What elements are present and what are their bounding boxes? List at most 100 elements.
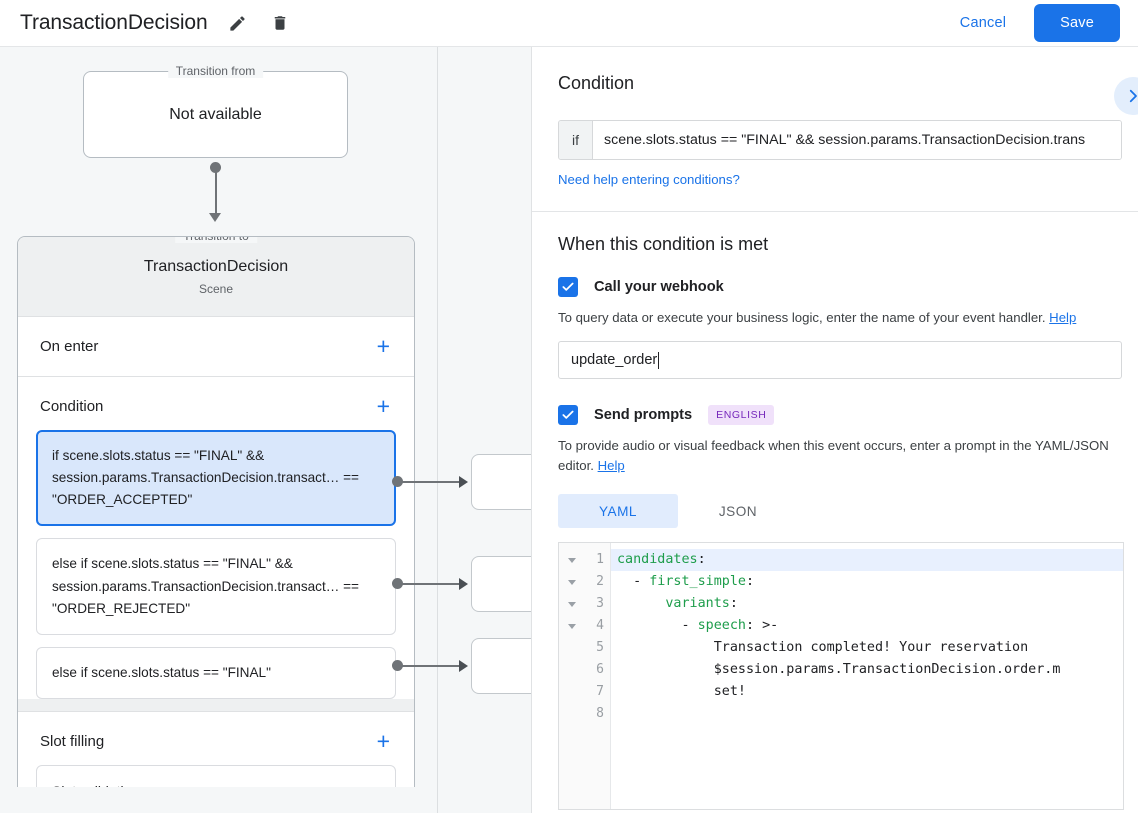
code-line[interactable]	[611, 703, 1123, 725]
detail-panel: Condition if scene.slots.status == "FINA…	[531, 47, 1138, 813]
condition-expression-field[interactable]: if scene.slots.status == "FINAL" && sess…	[558, 120, 1122, 160]
code-indent: -	[617, 618, 698, 634]
prompts-description-text: To provide audio or visual feedback when…	[558, 438, 1109, 474]
code-line[interactable]: set!	[611, 681, 1123, 703]
condition-connector-arrow	[459, 578, 468, 590]
code-indent	[617, 684, 714, 699]
section-condition: Condition + if scene.slots.status == "FI…	[18, 376, 414, 700]
prompts-description: To provide audio or visual feedback when…	[558, 436, 1112, 476]
slot-validation-item[interactable]: Slot validation	[36, 765, 396, 787]
yaml-key: first_simple	[649, 574, 746, 590]
webhook-help-link[interactable]: Help	[1049, 310, 1077, 325]
when-condition-met-title: When this condition is met	[558, 234, 769, 254]
yaml-punct: :	[697, 552, 706, 568]
fold-triangle-icon[interactable]	[567, 623, 576, 629]
pencil-icon[interactable]	[226, 11, 250, 35]
condition-connector-line	[398, 665, 460, 667]
fold-cell[interactable]	[559, 571, 584, 593]
tab-json[interactable]: JSON	[718, 503, 758, 519]
fold-triangle-icon[interactable]	[567, 601, 576, 607]
line-number: 2	[596, 574, 604, 590]
transition-from-card[interactable]: Transition from Not available	[83, 64, 348, 158]
condition-detail-header: Condition	[558, 73, 1112, 94]
condition-expression-input[interactable]: scene.slots.status == "FINAL" && session…	[593, 121, 1121, 159]
chevron-right-icon[interactable]	[1114, 77, 1138, 115]
condition-connector-line	[398, 481, 460, 483]
condition-title: Condition	[40, 398, 104, 415]
condition-target-box[interactable]	[471, 454, 531, 510]
fold-cell	[559, 703, 584, 725]
code-line[interactable]: candidates:	[611, 549, 1123, 572]
line-number: 8	[596, 706, 604, 722]
code-indent: -	[617, 574, 650, 590]
webhook-checkbox[interactable]	[558, 277, 578, 297]
section-slot-filling: Slot filling + Slot validation	[18, 711, 414, 787]
on-enter-title: On enter	[40, 338, 99, 355]
yaml-punct: :	[746, 574, 755, 590]
condition-connector-line	[398, 583, 460, 585]
add-on-enter-button[interactable]: +	[376, 333, 390, 359]
yaml-punct: : >-	[746, 618, 779, 634]
page-title: TransactionDecision	[20, 11, 208, 34]
add-condition-button[interactable]: +	[376, 393, 390, 419]
yaml-value: $session.params.TransactionDecision.orde…	[713, 662, 1061, 678]
webhook-description-text: To query data or execute your business l…	[558, 310, 1046, 325]
scene-name: TransactionDecision	[143, 257, 289, 275]
condition-list-item[interactable]: if scene.slots.status == "FINAL" && sess…	[36, 430, 396, 527]
top-bar: TransactionDecision Cancel Save	[0, 0, 1138, 47]
when-condition-met-section: When this condition is met Call your web…	[532, 212, 1138, 529]
text-caret	[658, 351, 660, 369]
prompts-checkbox[interactable]	[558, 405, 578, 426]
condition-target-box[interactable]	[471, 638, 531, 694]
fold-cell	[559, 681, 584, 703]
yaml-punct: :	[729, 596, 738, 612]
condition-help-link[interactable]: Need help entering conditions?	[558, 172, 740, 187]
transition-from-value: Not available	[169, 105, 262, 123]
fold-cell[interactable]	[559, 615, 584, 637]
webhook-handler-input[interactable]: update_order	[558, 341, 1122, 380]
condition-connector-dot	[392, 578, 403, 589]
editor-code-area[interactable]: candidates: - first_simple: variants: - …	[611, 543, 1123, 809]
line-number: 4	[596, 618, 604, 634]
condition-list-item[interactable]: else if scene.slots.status == "FINAL" &&…	[36, 538, 396, 635]
cancel-button[interactable]: Cancel	[944, 6, 1022, 40]
fold-cell[interactable]	[559, 593, 584, 615]
code-line[interactable]: $session.params.TransactionDecision.orde…	[611, 659, 1123, 681]
code-line[interactable]: Transaction completed! Your reservation	[611, 637, 1123, 659]
transition-to-card: Transition to TransactionDecision Scene …	[17, 236, 415, 787]
save-button[interactable]: Save	[1034, 4, 1120, 42]
section-on-enter: On enter +	[18, 316, 414, 376]
code-indent	[617, 640, 714, 655]
condition-connector-dot	[392, 476, 403, 487]
condition-connector-arrow	[459, 660, 468, 672]
yaml-key: speech	[697, 618, 746, 634]
editor-format-tabs: YAML JSON	[558, 494, 1112, 529]
on-enter-header: On enter +	[18, 317, 414, 358]
line-number: 5	[596, 640, 604, 656]
condition-list-item[interactable]: else if scene.slots.status == "FINAL"	[36, 646, 396, 700]
slot-filling-title: Slot filling	[40, 733, 105, 751]
code-indent	[617, 596, 665, 611]
trash-icon[interactable]	[268, 11, 292, 35]
webhook-handler-value: update_order	[571, 352, 658, 369]
webhook-checkbox-row: Call your webhook	[558, 277, 1112, 297]
code-line[interactable]: - speech: >-	[611, 615, 1123, 637]
fold-triangle-icon[interactable]	[567, 557, 576, 563]
yaml-value: set!	[713, 684, 746, 700]
fold-cell[interactable]	[559, 549, 584, 571]
add-slot-filling-button[interactable]: +	[376, 728, 390, 755]
scene-header[interactable]: TransactionDecision Scene	[18, 237, 414, 316]
tab-yaml[interactable]: YAML	[558, 494, 678, 529]
code-line[interactable]: variants:	[611, 593, 1123, 615]
scene-type: Scene	[198, 281, 234, 296]
code-line[interactable]: - first_simple:	[611, 571, 1123, 593]
fold-triangle-icon[interactable]	[567, 579, 576, 585]
condition-target-box[interactable]	[471, 556, 531, 612]
prompts-help-link[interactable]: Help	[597, 458, 625, 474]
line-number: 3	[596, 596, 604, 612]
condition-detail-section: Condition if scene.slots.status == "FINA…	[532, 47, 1138, 189]
fold-cell	[559, 637, 584, 659]
